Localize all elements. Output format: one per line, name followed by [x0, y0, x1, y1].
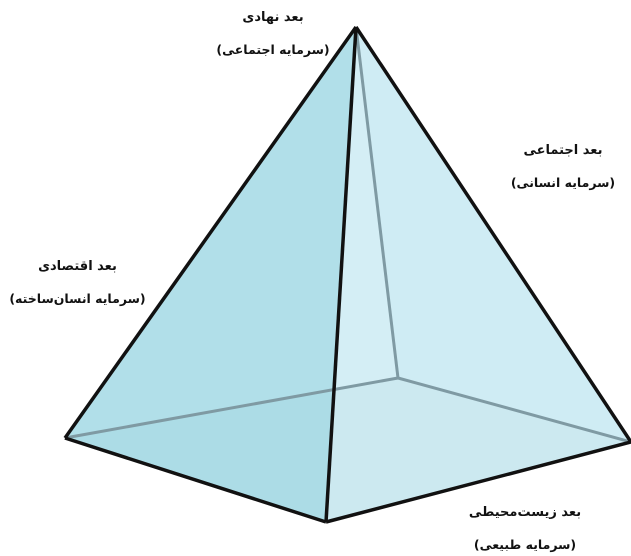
label-social: بعد اجتماعی (سرمایه انسانی) — [498, 143, 628, 191]
label-institutional-subtitle: (سرمایه اجتماعی) — [198, 42, 348, 58]
label-economic-subtitle: (سرمایه انسان‌ساخته) — [0, 291, 155, 307]
label-institutional-title: بعد نهادی — [198, 10, 348, 26]
label-institutional: بعد نهادی (سرمایه اجتماعی) — [198, 10, 348, 58]
label-social-subtitle: (سرمایه انسانی) — [498, 175, 628, 191]
label-environmental: بعد زیست‌محیطی (سرمایه طبیعی) — [450, 505, 600, 553]
label-environmental-title: بعد زیست‌محیطی — [450, 505, 600, 521]
label-economic: بعد اقتصادی (سرمایه انسان‌ساخته) — [0, 259, 155, 307]
label-economic-title: بعد اقتصادی — [0, 259, 155, 275]
pyramid-right-face — [326, 27, 631, 522]
label-social-title: بعد اجتماعی — [498, 143, 628, 159]
label-environmental-subtitle: (سرمایه طبیعی) — [450, 537, 600, 553]
